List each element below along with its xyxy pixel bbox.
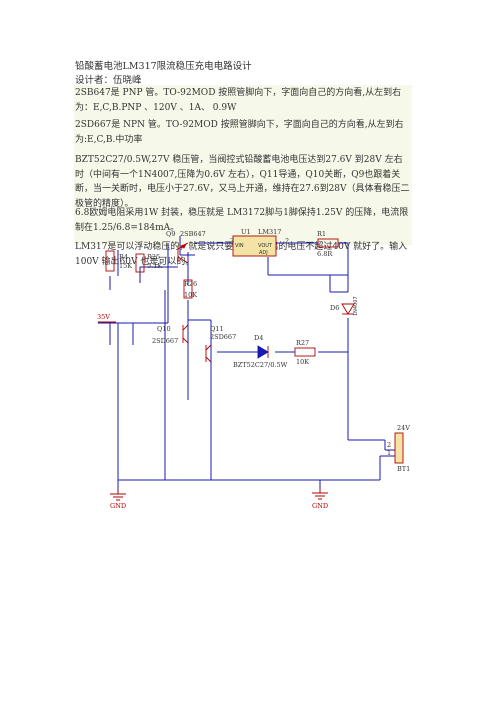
u1-vin: VIN <box>235 243 244 249</box>
q11-part: 2SD667 <box>210 333 236 341</box>
bt-voltage: 24V <box>397 424 410 432</box>
q10-label: Q10 <box>157 325 171 333</box>
u1-label: U1 <box>241 228 251 236</box>
u1-vout: VOUT <box>258 243 273 249</box>
q9-transistor <box>177 242 189 264</box>
lm317-regulator <box>232 235 277 257</box>
document-title: 铅酸蓄电池LM317限流稳压充电电路设计 <box>75 61 252 72</box>
r27-label: R27 <box>296 339 309 347</box>
q10-part: 2SD667 <box>152 337 178 345</box>
bt-pin1: 1 <box>387 449 391 457</box>
paragraph-current-limit: 6.8欧姆电阻采用1W 封装，稳压就是 LM3172脚与1脚保持1.25V 的压… <box>75 208 409 233</box>
q9-part: 2SB647 <box>180 230 206 238</box>
r27-value: 10K <box>296 358 309 366</box>
bt1-battery <box>394 432 404 464</box>
d6-diode <box>341 303 355 315</box>
r25-value: 5.1K <box>147 262 162 270</box>
r26-value: 10K <box>184 291 197 299</box>
vin-label: 35V <box>97 313 110 321</box>
r26-label: R26 <box>184 280 197 288</box>
d6-label: D6 <box>330 304 339 312</box>
r4-resistor <box>105 250 115 272</box>
d4-label: D4 <box>254 334 263 342</box>
u1-part: LM317 <box>258 228 281 236</box>
q11-label: Q11 <box>210 325 224 333</box>
bt1-label: BT1 <box>397 465 410 473</box>
paragraph-2sd667: 2SD667是 NPN 管。TO-92MOD 按照管脚向下，字面向自己的方向看,… <box>75 120 404 145</box>
document-author: 设计者：伍晓峰 <box>75 75 142 86</box>
d4-part: BZT52C27/0.5W <box>233 361 288 369</box>
d6-part: 1N4007 <box>353 296 359 316</box>
q9-label: Q9 <box>166 230 175 238</box>
d4-zener <box>257 345 269 359</box>
r1-value: 6.8R <box>317 250 333 258</box>
u1-pin3: 3 <box>230 237 234 245</box>
r27-resistor <box>294 347 316 357</box>
schematic-wires <box>98 236 395 490</box>
q10-transistor <box>182 324 189 344</box>
r25-resistor <box>135 253 145 273</box>
gnd-left-symbol <box>110 490 126 501</box>
paragraph-2sb647: 2SB647是 PNP 管。TO-92MOD 按照管脚向下，字面向自己的方向看,… <box>75 88 402 113</box>
gnd-right-label: GND <box>312 502 328 510</box>
paragraph-zener: BZT52C27/0.5W,27V 稳压管，当阀控式铅酸蓄电池电压达到27.6V… <box>75 155 410 209</box>
u1-adj: ADJ <box>259 250 268 256</box>
r1-resistor <box>317 238 339 248</box>
gnd-left-label: GND <box>110 502 126 510</box>
gnd-right-symbol <box>312 488 328 500</box>
r4-value: 15K <box>119 262 132 270</box>
bt-pin2: 2 <box>387 441 391 449</box>
u1-pin2: 2 <box>285 237 289 245</box>
highlight-panel <box>74 85 412 245</box>
r26-resistor <box>183 279 193 299</box>
r4-label: R4 <box>119 253 128 261</box>
r25-label: R25 <box>147 253 160 261</box>
r1-label: R1 <box>317 230 326 238</box>
q11-transistor <box>205 344 212 363</box>
